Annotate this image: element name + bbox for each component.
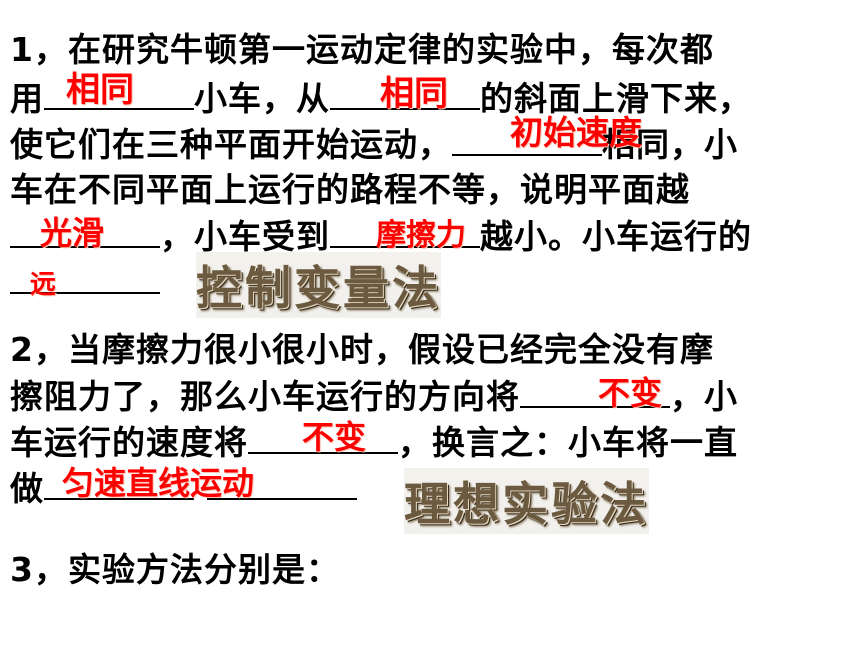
q1-answer-1: 相同 xyxy=(66,70,134,110)
q1-line-6 xyxy=(10,262,160,303)
q1-answer-4: 光滑 xyxy=(40,214,105,252)
q3-line-1: 3，实验方法分别是： xyxy=(10,550,340,589)
q1-blank-1[interactable] xyxy=(44,78,194,110)
method-label-control-variables: 控制变量法 xyxy=(196,252,441,318)
q2-line-3-b: ，换言之：小车将一直 xyxy=(398,423,738,462)
q1-answer-5: 摩擦力 xyxy=(376,218,466,253)
q1-line-2-a: 用 xyxy=(10,79,44,118)
q2-blank-4[interactable] xyxy=(206,468,357,500)
q2-answer-1: 不变 xyxy=(598,374,663,412)
q1-answer-2: 相同 xyxy=(380,74,448,114)
q2-line-1: 2，当摩擦力很小很小时，假设已经完全没有摩 xyxy=(10,330,714,369)
q1-line-3: 使它们在三种平面开始运动， 相同，小 xyxy=(10,124,738,165)
q2-answer-2: 不变 xyxy=(302,418,367,456)
q1-line-5: ，小车受到 越小。小车运行的 xyxy=(10,216,752,257)
q2-blank-3[interactable] xyxy=(44,468,194,500)
q1-line-4: 车在不同平面上运行的路程不等，说明平面越 xyxy=(10,170,690,209)
q2-line-2-b: ，小 xyxy=(670,377,738,416)
q2-answer-3: 匀速直线运动 xyxy=(62,464,255,502)
q1-answer-6: 远 xyxy=(30,270,57,300)
q2-line-3-a: 车运行的速度将 xyxy=(10,423,248,462)
q1-line-2-b: 小车，从 xyxy=(194,79,330,118)
q1-line-5-b: 越小。小车运行的 xyxy=(480,217,752,256)
q1-line-3-a: 使它们在三种平面开始运动， xyxy=(10,125,452,164)
q1-blank-5[interactable] xyxy=(330,216,480,248)
q2-line-4-a: 做 xyxy=(10,469,44,508)
method-label-ideal-experiment: 理想实验法 xyxy=(404,468,649,534)
q1-blank-2[interactable] xyxy=(330,78,480,110)
q2-line-2-a: 擦阻力了，那么小车运行的方向将 xyxy=(10,377,520,416)
q1-blank-6[interactable] xyxy=(10,262,160,294)
q1-line-2-c: 的斜面上滑下来， xyxy=(480,79,752,118)
q2-blank-1[interactable] xyxy=(520,376,670,408)
q1-line-2: 用 小车，从 的斜面上滑下来， xyxy=(10,78,752,119)
q1-line-1: 1，在研究牛顿第一运动定律的实验中，每次都 xyxy=(10,30,714,69)
q2-line-2: 擦阻力了，那么小车运行的方向将 ，小 xyxy=(10,376,738,417)
q1-blank-3[interactable] xyxy=(452,124,602,156)
q2-line-3: 车运行的速度将 ，换言之：小车将一直 xyxy=(10,422,738,463)
q2-line-4: 做 xyxy=(10,468,357,509)
q1-blank-4[interactable] xyxy=(10,216,160,248)
q2-blank-2[interactable] xyxy=(248,422,398,454)
q1-line-3-b: 相同，小 xyxy=(602,125,738,164)
q1-line-5-a: ，小车受到 xyxy=(160,217,330,256)
q1-answer-3: 初始速度 xyxy=(510,113,642,152)
